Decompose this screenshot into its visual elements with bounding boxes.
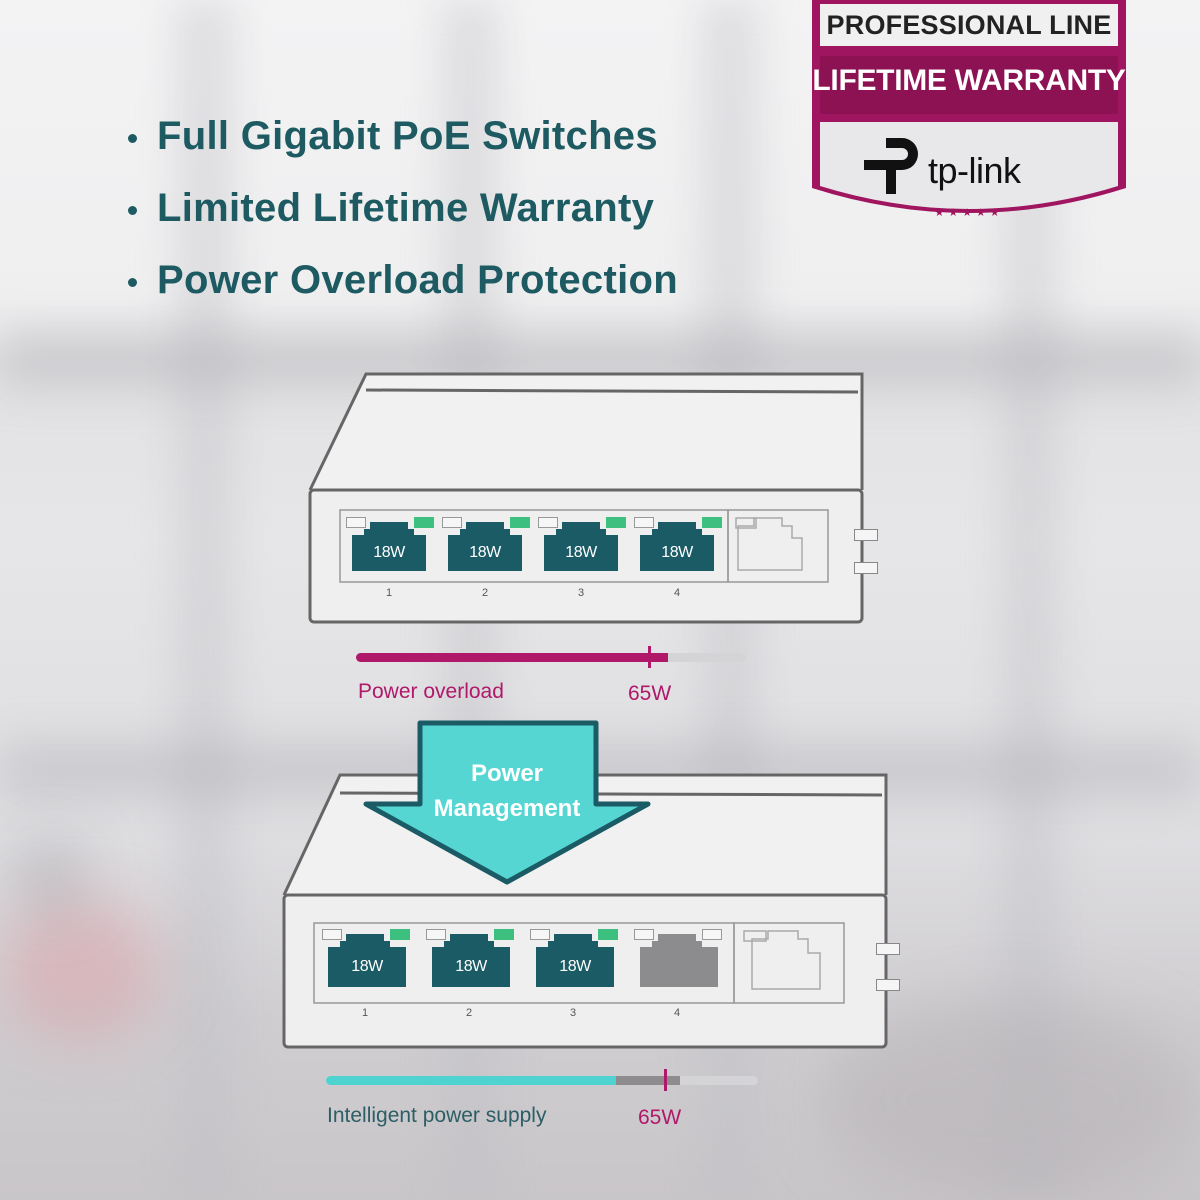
tp-link-logo-icon	[864, 138, 918, 194]
poe-led-icon	[414, 517, 434, 528]
poe-led-icon	[494, 929, 514, 940]
system-led-icon	[854, 562, 878, 574]
link-led-icon	[442, 517, 462, 528]
feature-item: Full Gigabit PoE Switches	[128, 100, 678, 172]
poe-port-2: 18W 2	[426, 929, 514, 1019]
feature-list: Full Gigabit PoE Switches Limited Lifeti…	[128, 100, 678, 316]
port-power-label: 18W	[544, 535, 618, 571]
power-limit-label: 65W	[638, 1106, 682, 1129]
port-power-label: 18W	[328, 947, 406, 987]
poe-port-3: 18W 3	[530, 929, 618, 1019]
poe-led-icon	[598, 929, 618, 940]
rating-stars-icon: ★★★★★	[934, 207, 1004, 219]
poe-led-icon	[606, 517, 626, 528]
system-led-icon	[876, 979, 900, 991]
port-number: 3	[577, 587, 585, 599]
poe-led-icon	[702, 929, 722, 940]
arrow-label-line2: Management	[433, 795, 581, 822]
power-overload-label: Power overload	[358, 680, 504, 703]
port-number: 2	[465, 1007, 473, 1019]
port-number: 1	[385, 587, 393, 599]
poe-led-icon	[390, 929, 410, 940]
poe-led-icon	[702, 517, 722, 528]
port-number: 4	[673, 587, 681, 599]
poe-port-1: 18W 1	[346, 517, 434, 599]
poe-port-4: 18W 4	[634, 517, 722, 599]
power-limit-label: 65W	[628, 682, 672, 705]
bullet-icon	[128, 277, 137, 287]
intelligent-power-bar	[326, 1069, 758, 1091]
port-power-label: 18W	[432, 947, 510, 987]
system-led-icon	[854, 529, 878, 541]
link-led-icon	[634, 517, 654, 528]
feature-item: Limited Lifetime Warranty	[128, 172, 678, 244]
port-power-label: 18W	[448, 535, 522, 571]
link-led-icon	[346, 517, 366, 528]
power-management-arrow: Power Management	[362, 720, 652, 886]
port-power-label	[640, 947, 718, 987]
port-power-label: 18W	[352, 535, 426, 571]
port-number: 3	[569, 1007, 577, 1019]
link-led-icon	[538, 517, 558, 528]
link-led-icon	[634, 929, 654, 940]
power-overload-bar	[356, 646, 746, 668]
warranty-badge: PROFESSIONAL LINE LIFETIME WARRANTY tp-l…	[808, 0, 1130, 232]
poe-port-3: 18W 3	[538, 517, 626, 599]
port-number: 4	[673, 1007, 681, 1019]
port-number: 2	[481, 587, 489, 599]
brand-name: tp-link	[928, 150, 1021, 191]
port-number: 1	[361, 1007, 369, 1019]
system-led-icon	[876, 943, 900, 955]
link-led-icon	[530, 929, 550, 940]
feature-item: Power Overload Protection	[128, 244, 678, 316]
bullet-icon	[128, 205, 137, 215]
poe-port-1: 18W 1	[322, 929, 410, 1019]
poe-switch-before: 18W 1 18W 2 18W 3 18W 4	[308, 372, 878, 624]
arrow-label-line1: Power	[470, 760, 544, 787]
link-led-icon	[426, 929, 446, 940]
intelligent-power-label: Intelligent power supply	[327, 1104, 547, 1127]
badge-line-warranty: LIFETIME WARRANTY	[812, 64, 1126, 97]
poe-port-4-disabled: 4	[634, 929, 722, 1019]
bullet-icon	[128, 133, 137, 143]
badge-line-professional: PROFESSIONAL LINE	[826, 10, 1112, 40]
port-power-label: 18W	[536, 947, 614, 987]
poe-port-2: 18W 2	[442, 517, 530, 599]
link-led-icon	[322, 929, 342, 940]
poe-led-icon	[510, 517, 530, 528]
port-power-label: 18W	[640, 535, 714, 571]
